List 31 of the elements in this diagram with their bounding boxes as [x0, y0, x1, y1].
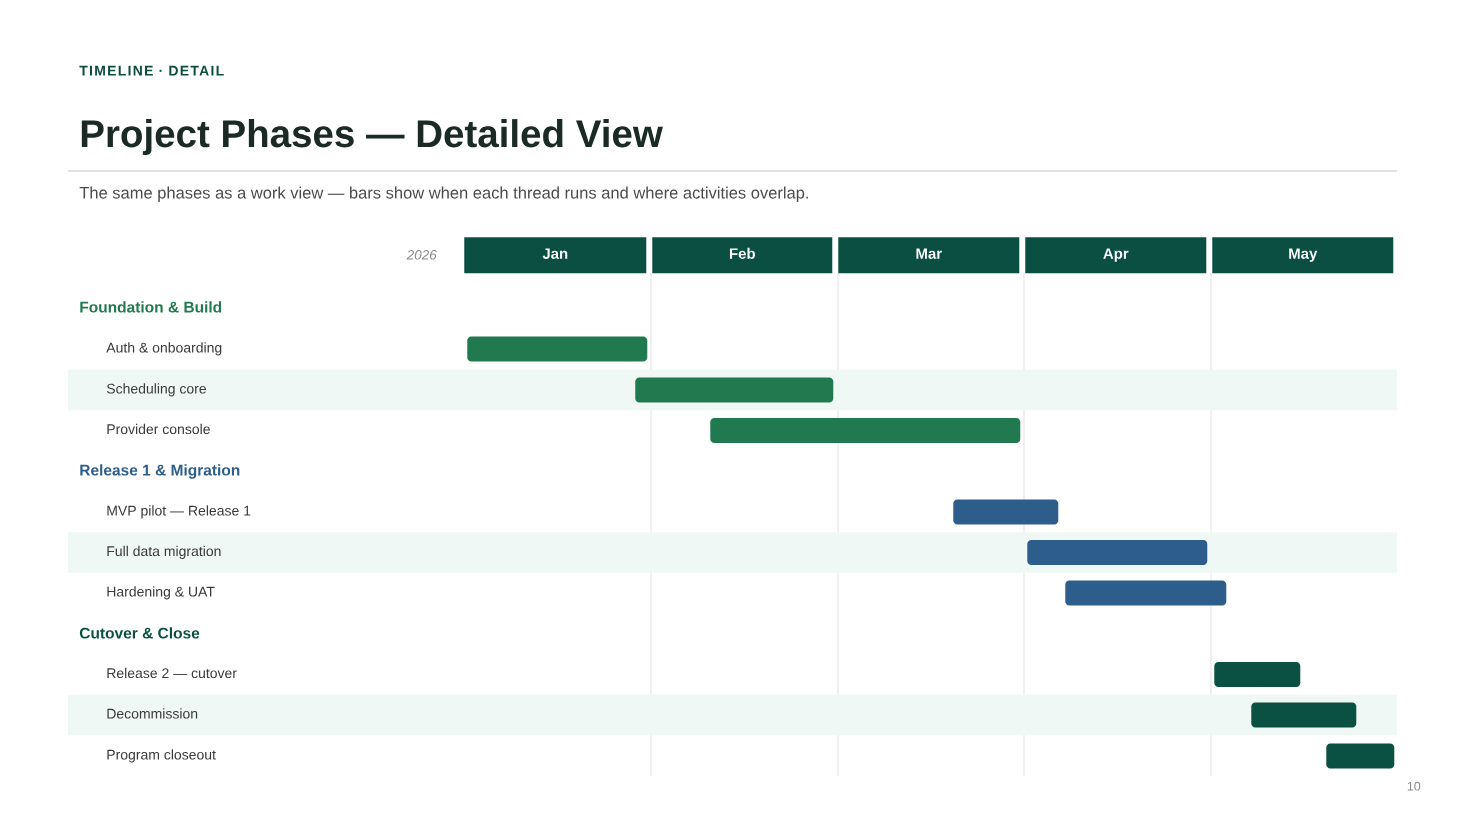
month-header: Apr	[1025, 237, 1207, 274]
task-label: Provider console	[107, 423, 210, 435]
task-label: Auth & onboarding	[106, 342, 222, 356]
page-number: 10	[1407, 781, 1421, 791]
task-label: MVP pilot — Release 1	[107, 505, 251, 519]
year-label: 2026	[406, 250, 437, 260]
month-header: Jan	[464, 237, 647, 274]
kicker-text: TIMELINE · DETAIL	[79, 65, 224, 76]
title: Project Phases — Detailed View	[81, 119, 663, 155]
task-label: Decommission	[107, 708, 198, 719]
gantt-bar	[635, 377, 834, 403]
subtitle: The same phases as a work view — bars show when each thread runs and where activities overlap.	[79, 186, 808, 202]
gantt-bar	[1251, 702, 1357, 728]
gantt-bar	[1214, 662, 1301, 687]
task-label: Scheduling core	[106, 383, 206, 397]
month-header: May	[1212, 237, 1394, 274]
gantt-bar	[953, 499, 1059, 525]
task-label: Hardening & UAT	[107, 586, 215, 600]
group-heading: Release 1 & Migration	[80, 464, 240, 479]
month-header: Mar	[838, 237, 1020, 274]
task-label: Program closeout	[107, 749, 216, 763]
task-label: Release 2 — cutover	[107, 667, 237, 679]
gantt-bar	[1027, 540, 1208, 565]
gantt-bar	[710, 418, 1021, 443]
gantt-bar	[1065, 580, 1227, 606]
gantt-bar	[1326, 743, 1395, 769]
group-heading: Cutover & Close	[79, 627, 200, 639]
task-label: Full data migration	[107, 545, 221, 559]
gantt-bar	[467, 336, 648, 362]
group-heading: Foundation & Build	[80, 301, 222, 313]
month-header: Feb	[652, 237, 833, 274]
